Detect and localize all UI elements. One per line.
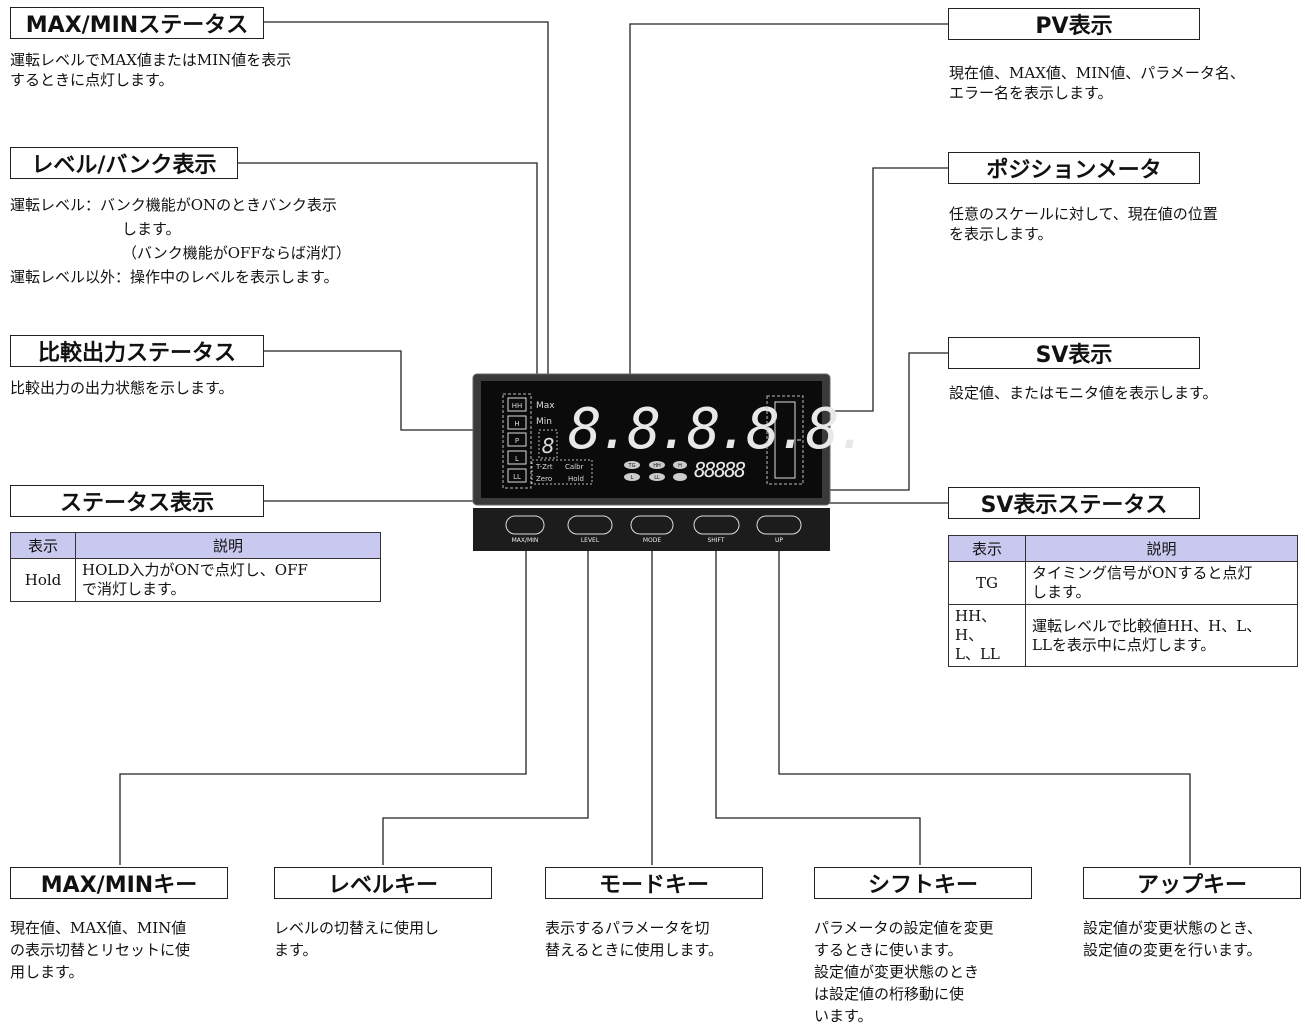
sv-status-h: H bbox=[678, 463, 682, 469]
level-key-desc: レベルの切替えに使用し ます。 bbox=[274, 919, 440, 959]
position-meter-title: ポジションメータ bbox=[948, 152, 1200, 184]
cmp-h-label: H bbox=[514, 420, 519, 428]
key-label-level: LEVEL bbox=[581, 537, 600, 544]
sv-status-l: L bbox=[631, 475, 634, 481]
status-title: ステータス表示 bbox=[10, 485, 264, 517]
key-label-up: UP bbox=[775, 537, 783, 544]
shift-key-desc: パラメータの設定値を変更 するときに使います。 設定値が変更状態のとき は設定値… bbox=[814, 919, 994, 1025]
pv-display: 8.8.8.8.8. bbox=[568, 397, 865, 462]
maxmin-key-desc: 現在値、MAX値、MIN値 の表示切替とリセットに使 用します。 bbox=[10, 919, 191, 981]
status-hold: Hold bbox=[568, 475, 584, 483]
position-meter bbox=[766, 395, 804, 485]
bank-digit: 8 bbox=[542, 434, 555, 458]
sv-status-table-header-display: 表示 bbox=[948, 535, 1026, 562]
sv-title: SV表示 bbox=[948, 337, 1200, 369]
table-row: TG タイミング信号がONすると点灯します。 bbox=[948, 561, 1298, 605]
device-panel-graphic: HH H P L LL Max Min 8 T-Zrt Calbr Zero H… bbox=[472, 373, 869, 551]
mode-key[interactable] bbox=[631, 516, 673, 534]
table-row: HH、H、L、LL 運転レベルで比較値HH、H、L、LLを表示中に点灯します。 bbox=[948, 604, 1298, 667]
compare-output-desc: 比較出力の出力状態を示します。 bbox=[10, 379, 234, 397]
shift-key-title: シフトキー bbox=[814, 867, 1032, 899]
sv-status-title: SV表示ステータス bbox=[948, 487, 1200, 519]
mode-key-title: モードキー bbox=[545, 867, 763, 899]
status-table-header-display: 表示 bbox=[10, 532, 76, 559]
status-zero: Zero bbox=[536, 475, 552, 483]
shift-key[interactable] bbox=[694, 516, 739, 534]
key-label-shift: SHIFT bbox=[707, 537, 724, 544]
min-indicator: Min bbox=[536, 417, 552, 427]
status-tzrt: T-Zrt bbox=[535, 463, 553, 471]
cmp-hh-label: HH bbox=[512, 402, 523, 410]
maxmin-key[interactable] bbox=[506, 516, 544, 534]
sv-display: 88888 bbox=[694, 458, 745, 482]
up-key[interactable] bbox=[757, 516, 801, 534]
key-row: MAX/MIN LEVEL MODE SHIFT UP bbox=[505, 515, 802, 544]
level-bank-desc: 運転レベル：バンク機能がONのときバンク表示 します。 （バンク機能がOFFなら… bbox=[10, 196, 351, 286]
key-label-mode: MODE bbox=[643, 537, 662, 544]
position-meter-desc: 任意のスケールに対して、現在値の位置 を表示します。 bbox=[949, 205, 1218, 243]
sv-status-table-header-desc: 説明 bbox=[1025, 535, 1298, 562]
compare-output-indicators: HH H P L LL bbox=[502, 393, 532, 489]
cmp-ll-label: LL bbox=[513, 473, 521, 481]
device-front-panel: HH H P L LL Max Min 8 T-Zrt Calbr Zero H… bbox=[472, 373, 869, 551]
maxmin-status-desc: 運転レベルでMAX値またはMIN値を表示 するときに点灯します。 bbox=[10, 51, 292, 89]
status-indicators: T-Zrt Calbr Zero Hold bbox=[531, 459, 593, 485]
compare-output-title: 比較出力ステータス bbox=[10, 335, 264, 367]
pv-desc: 現在値、MAX値、MIN値、パラメータ名、 エラー名を表示します。 bbox=[949, 64, 1245, 102]
up-key-title: アップキー bbox=[1083, 867, 1301, 899]
sv-status-hh: HH bbox=[653, 463, 661, 469]
up-key-desc: 設定値が変更状態のとき、 設定値の変更を行います。 bbox=[1083, 919, 1262, 959]
key-label-maxmin: MAX/MIN bbox=[512, 537, 539, 544]
max-indicator: Max bbox=[536, 401, 555, 411]
sv-status-tg: TG bbox=[628, 463, 636, 469]
sv-status-indicators: TG HH H L LL bbox=[624, 461, 687, 481]
status-table-header-desc: 説明 bbox=[75, 532, 381, 559]
maxmin-status-title: MAX/MINステータス bbox=[10, 7, 264, 39]
sv-status-ll: LL bbox=[654, 475, 660, 481]
pv-title: PV表示 bbox=[948, 8, 1200, 40]
maxmin-key-title: MAX/MINキー bbox=[10, 867, 228, 899]
status-calbr: Calbr bbox=[565, 463, 584, 471]
level-key-title: レベルキー bbox=[274, 867, 492, 899]
level-bank-title: レベル/バンク表示 bbox=[10, 147, 238, 179]
level-key[interactable] bbox=[568, 516, 612, 534]
mode-key-desc: 表示するパラメータを切 替えるときに使用します。 bbox=[545, 919, 724, 959]
sv-status-table: 表示 説明 TG タイミング信号がONすると点灯します。 HH、H、L、LL 運… bbox=[948, 535, 1298, 667]
cmp-p-label: P bbox=[515, 437, 519, 445]
sv-desc: 設定値、またはモニタ値を表示します。 bbox=[949, 384, 1218, 402]
cmp-l-label: L bbox=[515, 455, 519, 463]
